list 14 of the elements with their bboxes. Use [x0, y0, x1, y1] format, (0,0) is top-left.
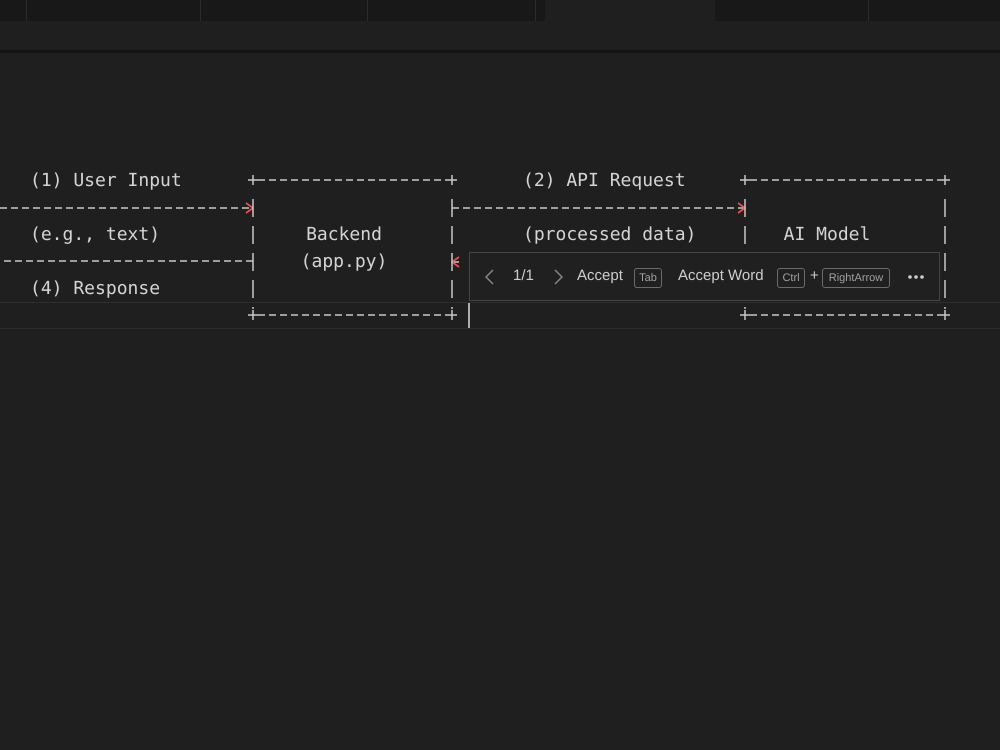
keyboard-shortcut: Ctrl — [777, 268, 805, 288]
accept-action: Accept — [577, 266, 623, 286]
keyboard-shortcut: RightArrow — [822, 268, 890, 288]
suggestion-counter: 1/1 — [513, 266, 534, 286]
edge-label: (2) API Request — [523, 169, 686, 193]
box-label: Backend (app.py) — [300, 223, 388, 274]
edge-label: (1) User Input — [30, 169, 182, 193]
edge-caption: (e.g., text) — [30, 223, 160, 247]
accept-word-action: Accept Word — [678, 266, 764, 286]
edge-caption: (processed data) — [523, 223, 696, 247]
key-combination-plus: + — [810, 266, 819, 286]
box-label: AI Model — [782, 223, 872, 247]
keyboard-shortcut: Tab — [634, 268, 662, 288]
edge-label: (4) Response — [30, 277, 160, 301]
